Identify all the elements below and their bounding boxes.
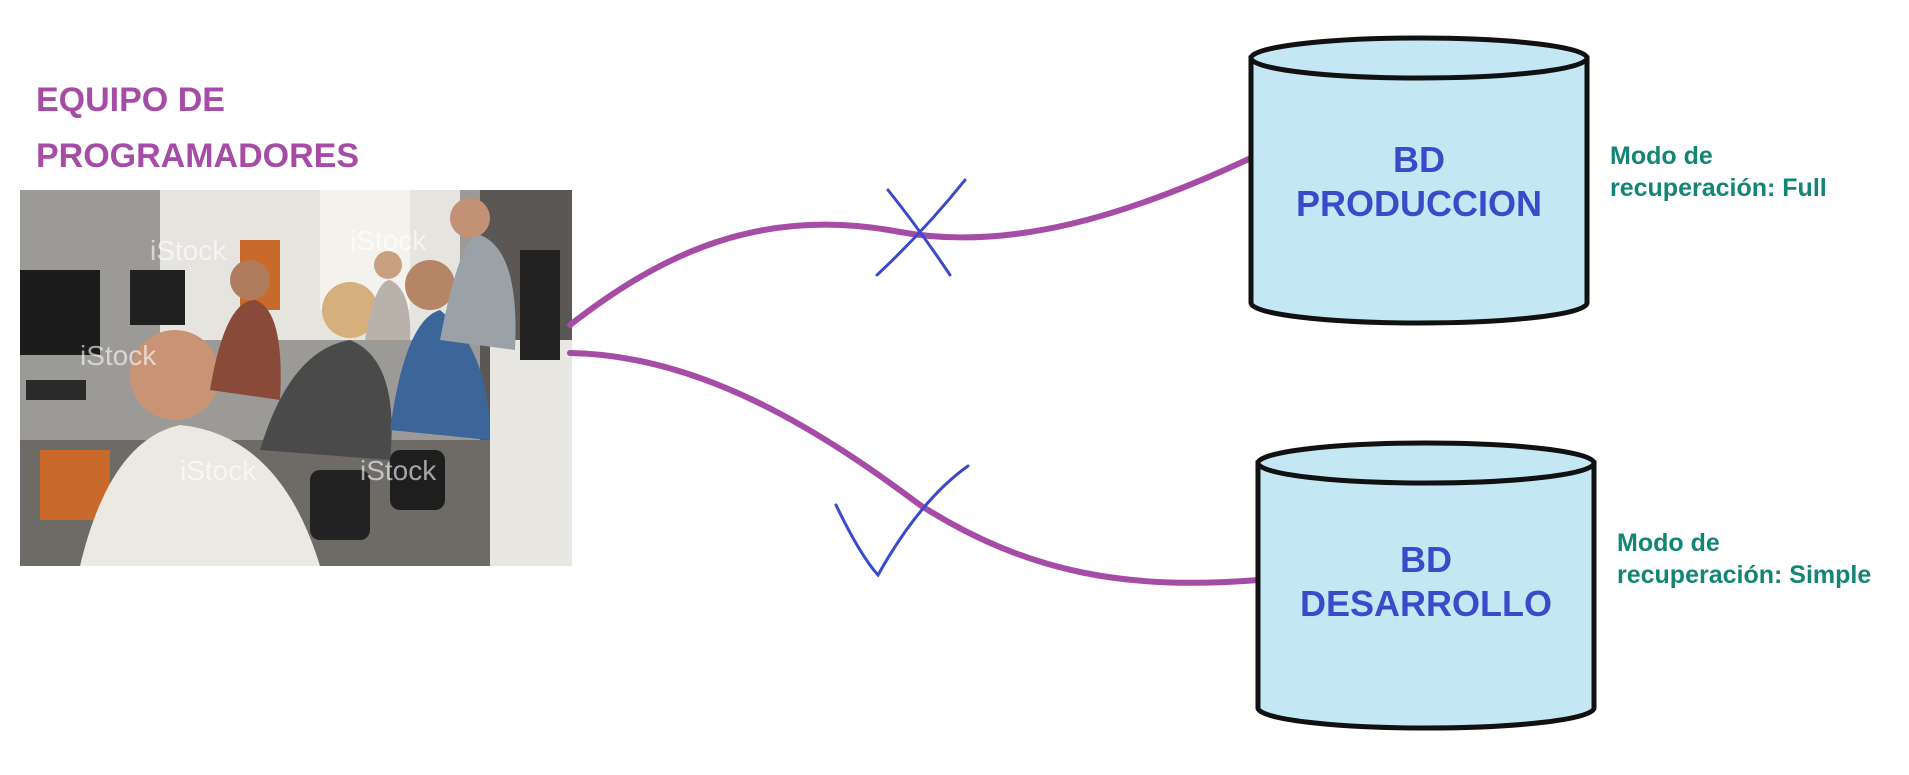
development-recovery-line1: Modo de (1617, 529, 1720, 557)
database-development-label-line2: DESARROLLO (1300, 583, 1552, 624)
database-production-label-line1: BD (1393, 139, 1445, 180)
team-photo: iStock iStock iStock iStock iStock (20, 190, 572, 566)
watermark-3: iStock (80, 340, 157, 371)
team-title-line2: PROGRAMADORES (36, 137, 360, 175)
team-title-line1: EQUIPO DE (36, 81, 225, 119)
watermark-5: iStock (360, 455, 437, 486)
team-photo-illustration: iStock iStock iStock iStock iStock (20, 190, 572, 566)
check-mark-icon (834, 464, 970, 578)
connector-development (567, 350, 1262, 586)
connector-production (567, 154, 1256, 328)
production-recovery-note: Modo de recuperación: Full (1610, 140, 1827, 204)
production-recovery-line2: recuperación: Full (1610, 174, 1827, 202)
database-production-cylinder (1248, 35, 1590, 326)
database-development-label-line1: BD (1400, 539, 1452, 580)
database-production-label-line2: PRODUCCION (1295, 183, 1542, 224)
database-development-label: BD DESARROLLO (1276, 538, 1576, 626)
development-recovery-note: Modo de recuperación: Simple (1617, 527, 1871, 591)
production-recovery-line1: Modo de (1610, 142, 1713, 170)
watermark-4: iStock (180, 455, 257, 486)
team-title: EQUIPO DE PROGRAMADORES (36, 72, 359, 184)
watermark-2: iStock (350, 225, 427, 256)
database-production-label: BD PRODUCCION (1269, 138, 1569, 226)
development-recovery-line2: recuperación: Simple (1617, 561, 1872, 589)
cross-mark-icon (875, 178, 967, 277)
database-development-cylinder (1255, 440, 1597, 731)
watermark-1: iStock (150, 235, 227, 266)
